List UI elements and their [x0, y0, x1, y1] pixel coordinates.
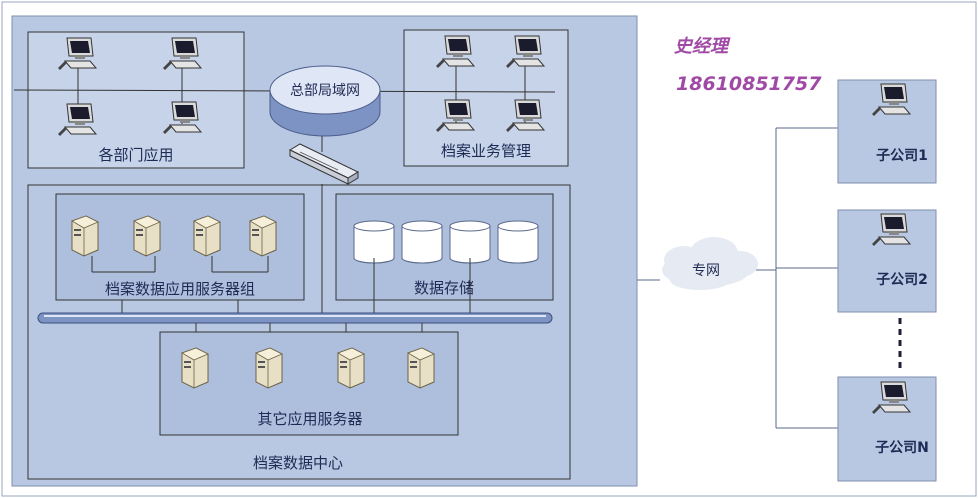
other-servers-box	[159, 331, 459, 436]
server-group-label: 档案数据应用服务器组	[105, 280, 255, 298]
server-icon	[249, 215, 277, 257]
data-bus	[37, 312, 553, 324]
storage-label: 数据存储	[414, 279, 474, 297]
server-icon	[407, 347, 435, 389]
data-center-label: 档案数据中心	[253, 454, 343, 472]
server-icon	[71, 215, 99, 257]
other-servers-label: 其它应用服务器	[257, 410, 362, 428]
server-icon	[337, 347, 365, 389]
storage-disk-icon	[353, 220, 395, 264]
subsidiary-label: 子公司1	[876, 148, 928, 164]
server-icon	[181, 347, 209, 389]
network-switch-icon	[288, 143, 360, 185]
server-icon	[193, 215, 221, 257]
storage-disk-icon	[449, 220, 491, 264]
server-icon	[133, 215, 161, 257]
private-net-label: 专网	[692, 263, 720, 279]
subsidiary-label: 子公司2	[876, 272, 928, 288]
subsidiary-label: 子公司N	[875, 440, 929, 456]
server-icon	[255, 347, 283, 389]
dept-apps-label: 各部门应用	[98, 146, 173, 164]
storage-disk-icon	[401, 220, 443, 264]
lan-label: 总部局域网	[290, 83, 360, 99]
dept-apps-box	[27, 31, 245, 169]
lan-cylinder-icon	[269, 65, 381, 137]
storage-disk-icon	[497, 220, 539, 264]
contact-name: 史经理	[674, 36, 731, 57]
archive-mgmt-label: 档案业务管理	[441, 142, 531, 160]
contact-phone: 18610851757	[676, 73, 822, 95]
cloud-icon	[662, 237, 758, 290]
